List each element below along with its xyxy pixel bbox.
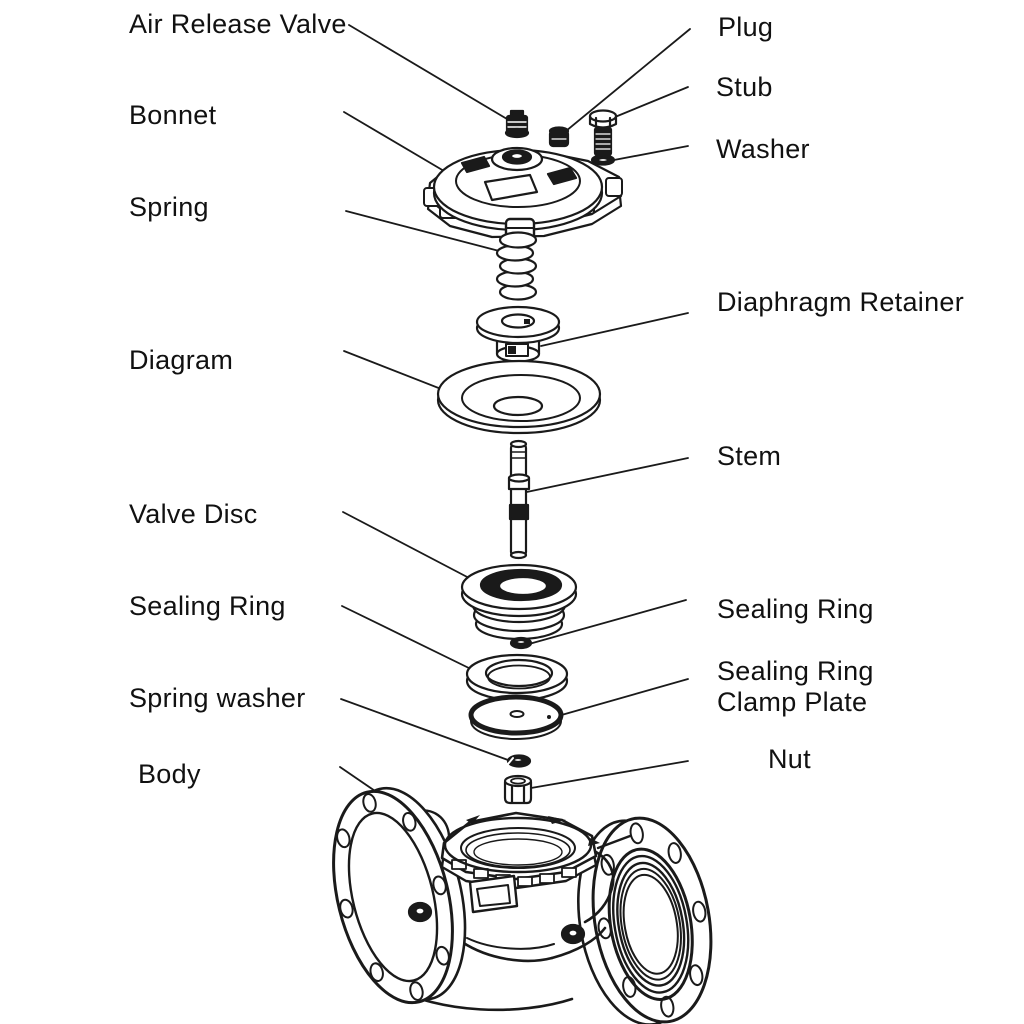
leader-sealing-ring-right bbox=[528, 599, 687, 645]
leader-spring-washer bbox=[340, 698, 509, 761]
diaphragm-part bbox=[436, 359, 602, 435]
diaphragm-retainer-part bbox=[475, 305, 561, 363]
spring-part bbox=[495, 231, 538, 301]
leader-air-release-valve bbox=[348, 24, 508, 120]
leader-bonnet bbox=[343, 111, 445, 172]
label-stem: Stem bbox=[717, 441, 782, 471]
leader-washer bbox=[613, 145, 689, 161]
leader-sealing-ring-left bbox=[341, 605, 476, 672]
label-diaphragm-retainer: Diaphragm Retainer bbox=[717, 287, 965, 317]
nut-part bbox=[503, 774, 533, 805]
label-diagram: Diagram bbox=[129, 345, 234, 375]
sealing-ring-part bbox=[465, 653, 569, 702]
sealing-ring-small-part bbox=[509, 636, 533, 650]
leader-nut bbox=[530, 760, 689, 789]
valve-disc-part bbox=[460, 563, 578, 641]
label-plug: Plug bbox=[718, 12, 774, 42]
label-bonnet: Bonnet bbox=[129, 100, 217, 130]
air-release-valve-part bbox=[504, 109, 530, 139]
sealing-ring-clamp-plate-part bbox=[468, 694, 564, 740]
label-sealing-ring-clamp-plate: Sealing Ring Clamp Plate bbox=[717, 656, 874, 717]
label-body: Body bbox=[138, 759, 201, 789]
leader-spring bbox=[345, 210, 504, 253]
label-spring: Spring bbox=[129, 192, 209, 222]
body-part bbox=[332, 786, 713, 1024]
label-sealing-ring-left: Sealing Ring bbox=[129, 591, 286, 621]
label-nut: Nut bbox=[768, 744, 811, 774]
label-sealing-ring-right: Sealing Ring bbox=[717, 594, 874, 624]
stem-part bbox=[507, 439, 531, 560]
leader-plug bbox=[565, 28, 691, 132]
label-air-release-valve: Air Release Valve bbox=[129, 9, 347, 39]
label-spring-washer: Spring washer bbox=[129, 683, 306, 713]
label-washer: Washer bbox=[716, 134, 810, 164]
washer-part bbox=[590, 154, 616, 166]
spring-washer-part bbox=[506, 754, 532, 768]
leader-diaphragm-retainer bbox=[540, 312, 689, 347]
leader-stem bbox=[521, 457, 689, 494]
leader-lines bbox=[339, 24, 691, 807]
bonnet-part bbox=[423, 146, 623, 252]
leader-clamp-plate bbox=[557, 678, 689, 717]
leader-stub bbox=[614, 86, 689, 118]
stub-part bbox=[588, 109, 618, 157]
plug-part bbox=[548, 126, 570, 148]
label-valve-disc: Valve Disc bbox=[129, 499, 258, 529]
leader-valve-disc bbox=[342, 511, 472, 580]
label-stub: Stub bbox=[716, 72, 773, 102]
